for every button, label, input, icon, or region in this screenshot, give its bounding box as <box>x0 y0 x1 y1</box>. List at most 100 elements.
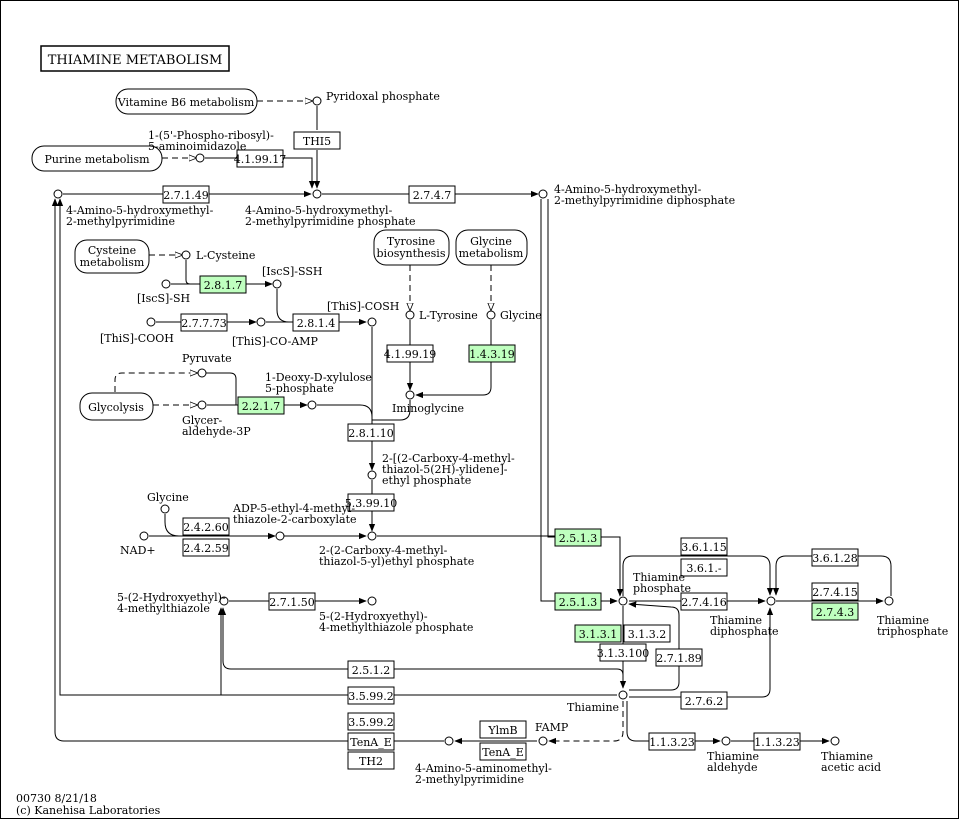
compound-nodes[interactable] <box>53 96 894 746</box>
label-hmppp-1: 4-Amino-5-hydroxymethyl- <box>554 183 702 196</box>
node-iminoglycine[interactable] <box>405 390 415 400</box>
svg-text:1.1.3.23: 1.1.3.23 <box>649 736 694 749</box>
map-link-glycolysis[interactable]: Glycolysis <box>79 392 154 421</box>
enzyme-2-7-1-50[interactable]: 2.7.1.50 <box>268 592 316 611</box>
node-air[interactable] <box>195 153 205 163</box>
enzyme-2-8-1-4[interactable]: 2.8.1.4 <box>292 313 340 332</box>
enzyme-4-1-99-19[interactable]: 4.1.99.19 <box>384 344 436 363</box>
node-thiamine[interactable] <box>618 690 628 700</box>
node-glyceraldehyde-3p[interactable] <box>197 400 207 410</box>
node-l-tyrosine[interactable] <box>405 310 415 320</box>
node-hmtp[interactable] <box>367 596 377 606</box>
enzyme-ylmb[interactable]: YlmB <box>479 720 527 739</box>
node-pyridoxal-phosphate[interactable] <box>312 96 322 106</box>
svg-text:Cysteine: Cysteine <box>88 244 136 257</box>
svg-text:THI5: THI5 <box>303 135 331 148</box>
node-thiamine-diphosphate[interactable] <box>766 596 776 606</box>
map-link-tyrosine[interactable]: Tyrosine biosynthesis <box>373 229 450 266</box>
node-iscs-ssh[interactable] <box>272 279 282 289</box>
label-dxp-1: 1-Deoxy-D-xylulose <box>265 371 372 384</box>
node-nad[interactable] <box>139 531 149 541</box>
enzyme-3-1-3-2[interactable]: 3.1.3.2 <box>623 624 671 643</box>
node-iscs-sh[interactable] <box>161 279 171 289</box>
enzyme-tena-e-right[interactable]: TenA_E <box>479 742 527 761</box>
node-cthz[interactable] <box>367 470 377 480</box>
enzyme-2-8-1-7[interactable]: 2.8.1.7 <box>199 275 247 294</box>
node-glycine[interactable] <box>486 310 496 320</box>
enzyme-2-5-1-3-upper[interactable]: 2.5.1.3 <box>554 528 602 547</box>
node-hmp[interactable] <box>53 189 63 199</box>
node-thiamine-aldehyde[interactable] <box>721 736 731 746</box>
enzyme-4-1-99-17[interactable]: 4.1.99.17 <box>234 149 286 168</box>
enzyme-2-2-1-7[interactable]: 2.2.1.7 <box>237 396 285 415</box>
enzyme-2-8-1-10[interactable]: 2.8.1.10 <box>347 423 395 442</box>
enzyme-2-5-1-2[interactable]: 2.5.1.2 <box>347 660 395 679</box>
node-cthzp[interactable] <box>367 531 377 541</box>
enzyme-1-4-3-19[interactable]: 1.4.3.19 <box>468 344 516 363</box>
label-g3p-1: Glycer- <box>182 414 222 427</box>
enzyme-2-7-4-7[interactable]: 2.7.4.7 <box>408 185 456 204</box>
enzyme-2-5-1-3-lower[interactable]: 2.5.1.3 <box>554 592 602 611</box>
map-link-cysteine[interactable]: Cysteine metabolism <box>74 239 150 274</box>
map-link-purine[interactable]: Purine metabolism <box>31 145 163 172</box>
svg-text:2.8.1.4: 2.8.1.4 <box>297 317 335 330</box>
node-this-cosh[interactable] <box>367 317 377 327</box>
svg-text:1.1.3.23: 1.1.3.23 <box>754 736 799 749</box>
enzyme-3-5-99-2-lower[interactable]: 3.5.99.2 <box>347 712 395 731</box>
enzyme-2-4-2-59[interactable]: 2.4.2.59 <box>182 538 230 557</box>
enzyme-3-5-99-2-upper[interactable]: 3.5.99.2 <box>347 686 395 705</box>
svg-text:2.5.1.3: 2.5.1.3 <box>559 596 597 609</box>
enzyme-1-1-3-23-a[interactable]: 1.1.3.23 <box>648 732 696 751</box>
enzyme-thi5[interactable]: THI5 <box>293 131 341 150</box>
enzyme-2-4-2-60[interactable]: 2.4.2.60 <box>182 517 230 536</box>
enzyme-tena-e-left[interactable]: TenA_E <box>347 732 395 751</box>
map-link-vitamin-b6[interactable]: Vitamine B6 metabolism <box>115 88 258 115</box>
node-adp-thiazole[interactable] <box>275 531 285 541</box>
label-iscs-sh: [IscS]-SH <box>137 292 190 305</box>
enzyme-th2[interactable]: TH2 <box>347 751 395 770</box>
enzyme-2-7-6-2[interactable]: 2.7.6.2 <box>680 691 728 710</box>
svg-text:4.1.99.19: 4.1.99.19 <box>384 348 436 361</box>
node-dxp[interactable] <box>307 400 317 410</box>
node-this-co-amp[interactable] <box>256 317 266 327</box>
enzyme-2-7-7-73[interactable]: 2.7.7.73 <box>180 313 228 332</box>
label-thiamine-aldehyde-2: aldehyde <box>707 761 757 774</box>
node-hmt[interactable] <box>219 596 229 606</box>
enzyme-3-1-3-1[interactable]: 3.1.3.1 <box>574 624 622 643</box>
enzyme-2-7-4-16[interactable]: 2.7.4.16 <box>680 592 728 611</box>
node-glycine-2[interactable] <box>160 504 170 514</box>
map-link-glycine[interactable]: Glycine metabolism <box>455 229 528 266</box>
label-hmtp-2: 4-methylthiazole phosphate <box>319 621 473 634</box>
node-pyruvate[interactable] <box>197 368 207 378</box>
label-cthz-3: ethyl phosphate <box>382 474 471 487</box>
enzyme-2-7-4-3[interactable]: 2.7.4.3 <box>811 602 859 621</box>
enzyme-2-7-1-49[interactable]: 2.7.1.49 <box>162 185 210 204</box>
enzyme-1-1-3-23-b[interactable]: 1.1.3.23 <box>753 732 801 751</box>
svg-text:2.8.1.10: 2.8.1.10 <box>348 427 393 440</box>
label-hmtp-1: 5-(2-Hydroxyethyl)- <box>319 610 428 623</box>
enzyme-2-7-1-89[interactable]: 2.7.1.89 <box>655 648 703 667</box>
node-l-cysteine[interactable] <box>181 250 191 260</box>
node-hmppp[interactable] <box>538 189 548 199</box>
enzyme-3-6-1-dash[interactable]: 3.6.1.- <box>680 558 728 577</box>
enzyme-3-1-3-100[interactable]: 3.1.3.100 <box>597 643 649 662</box>
svg-text:2.5.1.2: 2.5.1.2 <box>352 664 390 677</box>
label-dxp-2: 5-phosphate <box>265 382 334 395</box>
node-aminopyrimidine[interactable] <box>444 736 454 746</box>
enzyme-5-3-99-10[interactable]: 5.3.99.10 <box>345 493 397 512</box>
node-thiamine-triphosphate[interactable] <box>884 596 894 606</box>
map-title: THIAMINE METABOLISM <box>40 45 230 72</box>
enzyme-3-6-1-15[interactable]: 3.6.1.15 <box>680 537 728 556</box>
enzyme-3-6-1-28[interactable]: 3.6.1.28 <box>811 548 859 567</box>
node-hmpp[interactable] <box>312 189 322 199</box>
label-thiamine-acetic-2: acetic acid <box>821 761 881 774</box>
svg-text:3.1.3.1: 3.1.3.1 <box>579 628 617 641</box>
node-this-cooh[interactable] <box>146 317 156 327</box>
node-thiamine-acetic-acid[interactable] <box>830 736 840 746</box>
label-ttp-1: Thiamine <box>877 614 929 627</box>
enzyme-2-7-4-15[interactable]: 2.7.4.15 <box>811 582 859 601</box>
label-pyruvate: Pyruvate <box>182 352 232 365</box>
node-thiamine-phosphate[interactable] <box>618 596 628 606</box>
node-famp[interactable] <box>538 736 548 746</box>
